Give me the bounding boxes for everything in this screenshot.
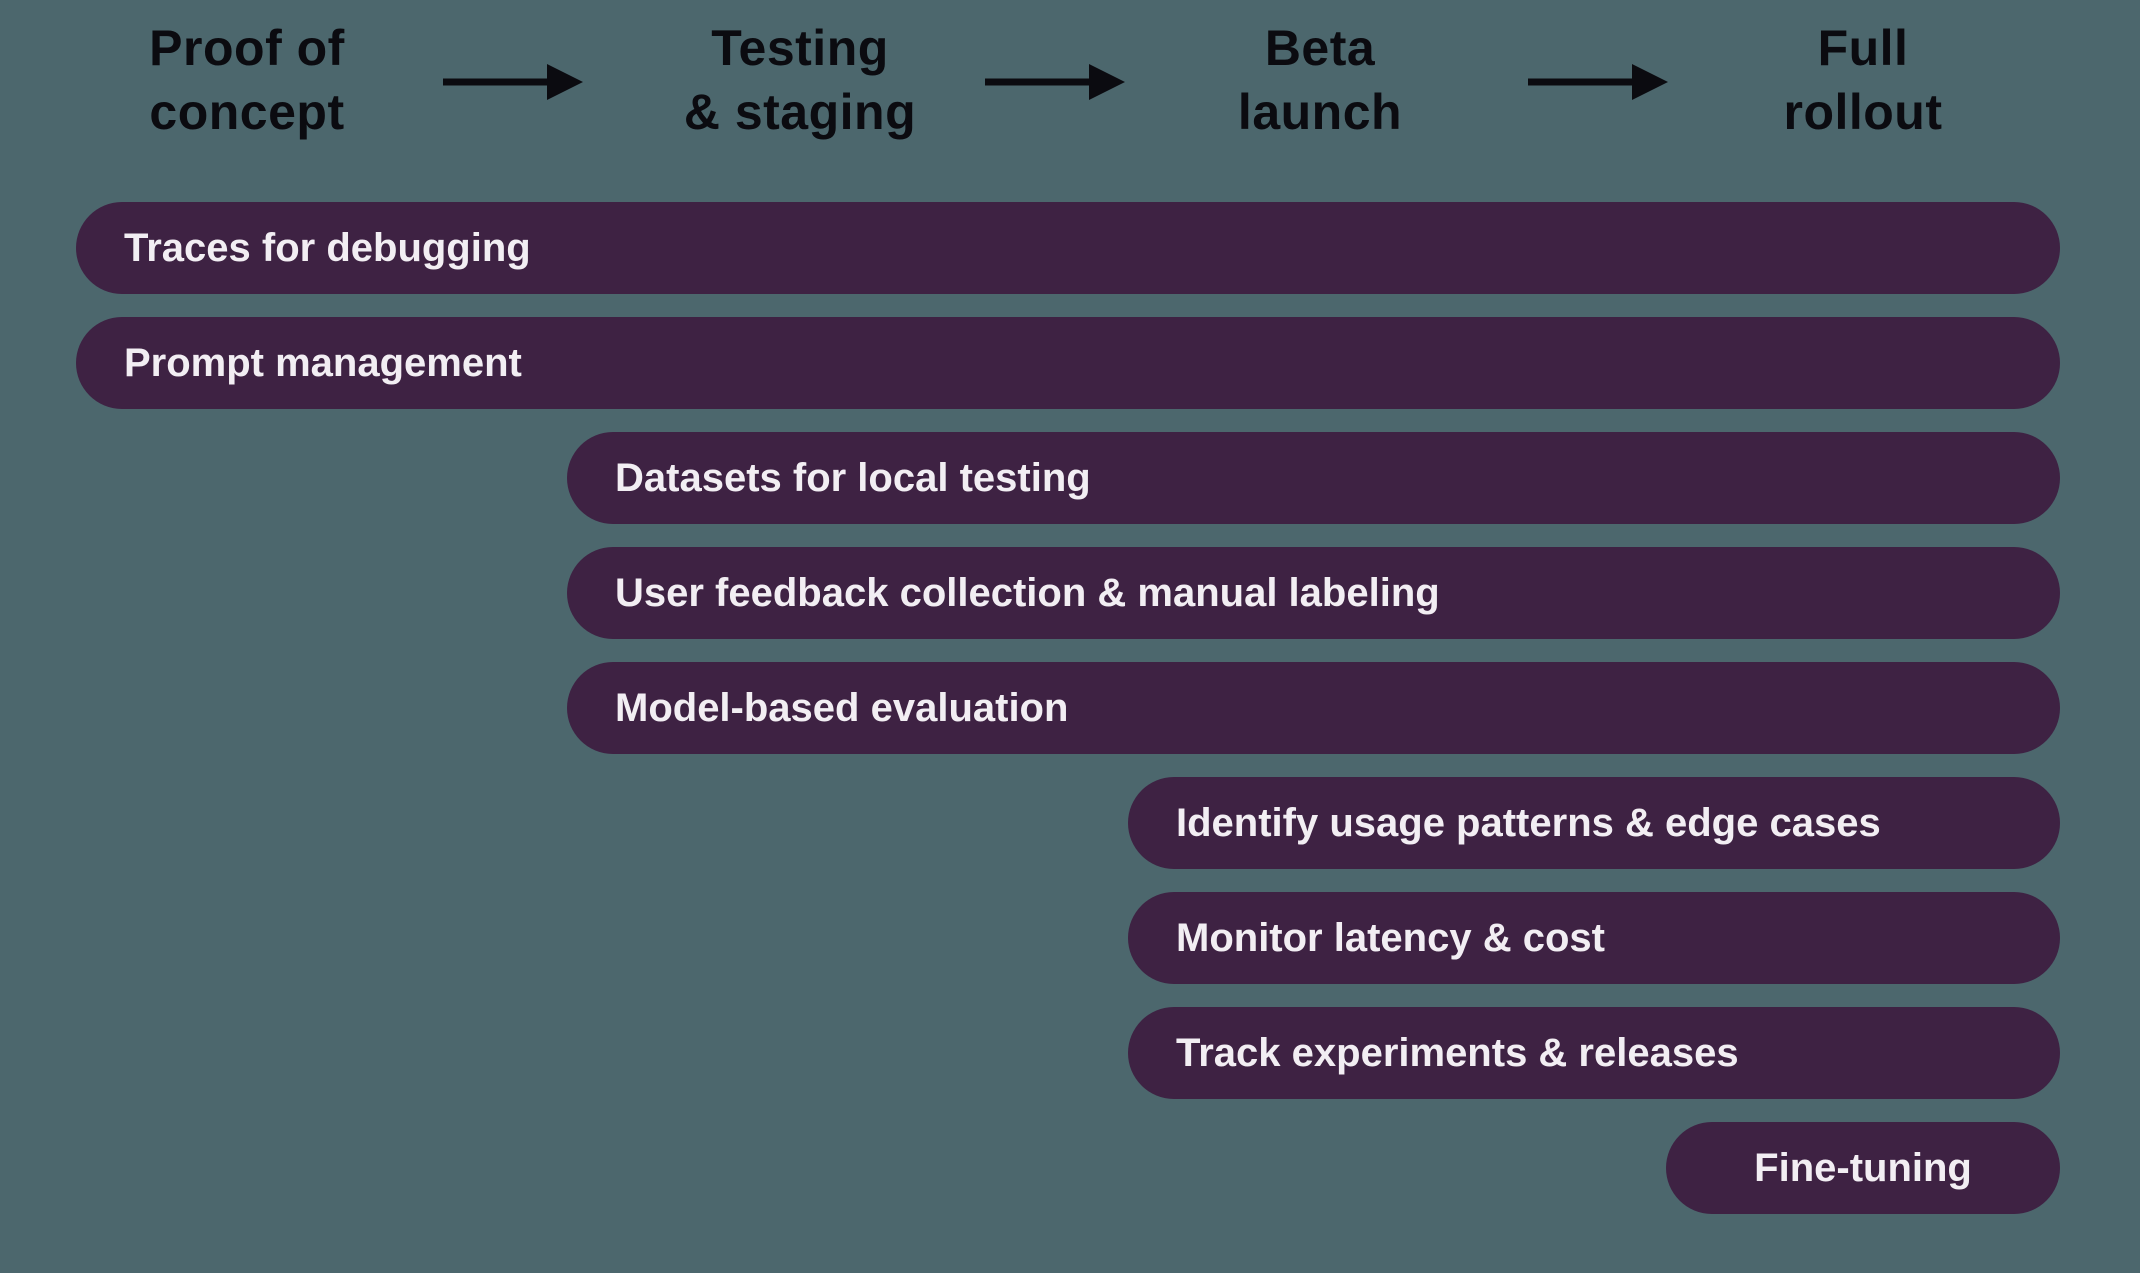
- arrow-right-icon: [443, 62, 583, 102]
- bar-model-based-evaluation: Model-based evaluation: [567, 662, 2060, 754]
- bar-datasets-for-local-testing: Datasets for local testing: [567, 432, 2060, 524]
- bar-label: Traces for debugging: [124, 225, 531, 270]
- bar-label: Monitor latency & cost: [1176, 915, 1605, 960]
- stage-label-beta-launch: Beta launch: [1237, 20, 1403, 140]
- bar-fine-tuning: Fine-tuning: [1666, 1122, 2060, 1214]
- bar-track-experiments-releases: Track experiments & releases: [1128, 1007, 2060, 1099]
- bar-label: Prompt management: [124, 340, 522, 385]
- arrow-right-icon: [985, 62, 1125, 102]
- bar-identify-usage-patterns: Identify usage patterns & edge cases: [1128, 777, 2060, 869]
- arrow-right-icon: [1528, 62, 1668, 102]
- stage-label-full-rollout: Full rollout: [1783, 20, 1943, 140]
- bar-traces-for-debugging: Traces for debugging: [76, 202, 2060, 294]
- stage-label-testing-staging: Testing & staging: [683, 20, 917, 140]
- bar-label: Model-based evaluation: [615, 685, 1069, 730]
- bar-monitor-latency-cost: Monitor latency & cost: [1128, 892, 2060, 984]
- bar-label: Datasets for local testing: [615, 455, 1091, 500]
- bar-user-feedback-collection: User feedback collection & manual labeli…: [567, 547, 2060, 639]
- bar-label: Identify usage patterns & edge cases: [1176, 800, 1881, 845]
- bar-label: Fine-tuning: [1754, 1145, 1972, 1190]
- bar-prompt-management: Prompt management: [76, 317, 2060, 409]
- bar-label: User feedback collection & manual labeli…: [615, 570, 1440, 615]
- stage-label-proof-of-concept: Proof of concept: [149, 20, 345, 140]
- bar-label: Track experiments & releases: [1176, 1030, 1739, 1075]
